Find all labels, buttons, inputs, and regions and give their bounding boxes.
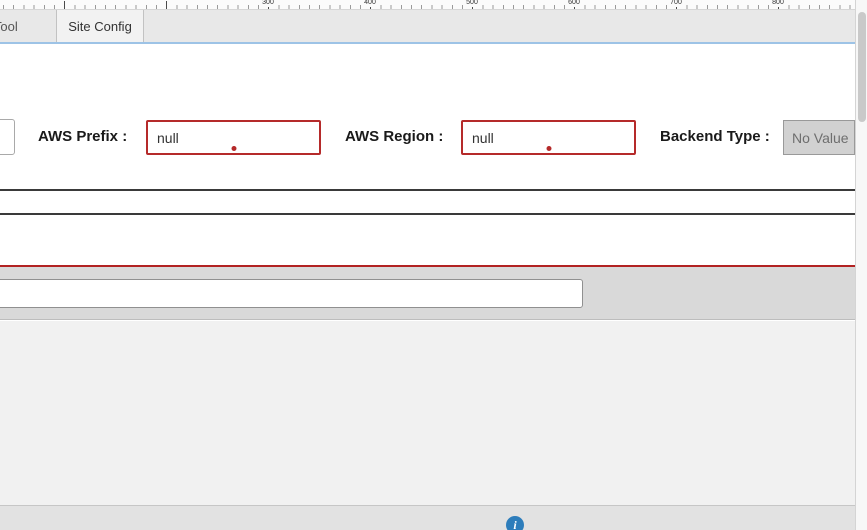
toolbar-strip	[0, 267, 855, 320]
horizontal-ruler: 300 400 500 600 700 800	[0, 0, 855, 10]
backend-type-label: Backend Type :	[660, 128, 770, 145]
ruler-label: 500	[465, 0, 479, 7]
aws-region-input[interactable]	[461, 120, 636, 155]
aws-prefix-label: AWS Prefix :	[38, 128, 128, 145]
error-dot-icon	[231, 146, 236, 151]
cut-off-input[interactable]	[0, 119, 15, 155]
ruler-label: 700	[669, 0, 683, 7]
aws-region-field	[461, 120, 636, 155]
tab-bar: y Tool Site Config	[0, 10, 855, 44]
error-dot-icon	[546, 146, 551, 151]
ruler-label: 300	[261, 0, 275, 7]
aws-prefix-input[interactable]	[146, 120, 321, 155]
footer-bar	[0, 505, 855, 530]
vertical-scrollbar[interactable]	[855, 0, 867, 530]
content-area	[0, 321, 855, 505]
ruler-label: 400	[363, 0, 377, 7]
info-icon: i	[513, 518, 517, 530]
toolbar-text-input[interactable]	[0, 279, 583, 308]
section-divider	[0, 189, 855, 191]
aws-region-label: AWS Region :	[345, 128, 444, 145]
red-divider	[0, 265, 855, 267]
aws-prefix-field	[146, 120, 321, 155]
section-divider	[0, 213, 855, 215]
tab-site-config[interactable]: Site Config	[56, 10, 144, 42]
scrollbar-thumb[interactable]	[858, 12, 866, 122]
ruler-label: 600	[567, 0, 581, 7]
ruler-label: 800	[771, 0, 785, 7]
info-button[interactable]: i	[506, 516, 524, 530]
backend-type-field: No Value	[783, 120, 855, 155]
tab-partial-tool[interactable]: y Tool	[0, 18, 18, 34]
